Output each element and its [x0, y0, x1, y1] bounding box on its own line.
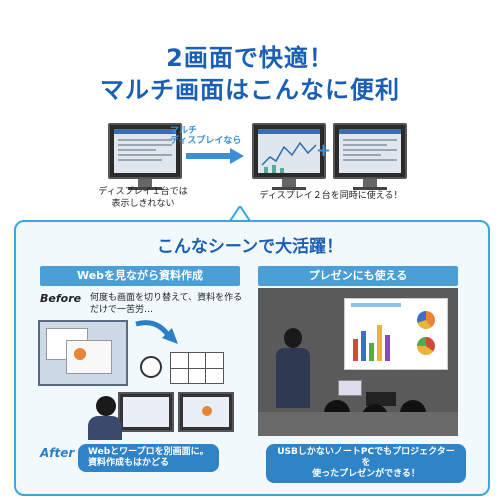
- curved-arrow-icon: [135, 320, 178, 344]
- before-text-line-1: 何度も画面を切り替えて、資料を作る: [90, 293, 243, 303]
- clock-icon: [140, 356, 162, 378]
- after-monitor-right: [178, 392, 234, 432]
- right-caption-line-2: 使ったプレゼンができる！: [312, 469, 420, 479]
- right-scene-header: プレゼンにも使える: [258, 266, 458, 286]
- presenter-body: [276, 348, 310, 408]
- after-monitor-left: [118, 392, 174, 432]
- before-tag: Before: [40, 292, 82, 305]
- single-monitor: [108, 123, 182, 190]
- before-text: 何度も画面を切り替えて、資料を作る だけで一苦労…: [90, 292, 242, 316]
- right-caption-line-1: USBしかないノートPCでもプロジェクターを: [277, 447, 455, 468]
- right-arrow-icon: [186, 148, 244, 164]
- projection-screen: [344, 298, 448, 370]
- person-head: [96, 396, 116, 416]
- grid-icon: [170, 352, 224, 384]
- after-text-line-2: 資料作成もはかどる: [88, 458, 170, 468]
- single-caption-line-2: 表示しきれない: [111, 199, 175, 209]
- arrow-label: マルチ ディスプレイなら: [170, 126, 241, 146]
- laptop-icon: [338, 380, 362, 396]
- after-tag: After: [40, 446, 75, 460]
- single-caption: ディスプレイ１台では 表示しきれない: [78, 186, 208, 210]
- arrow-label-line-1: マルチ: [170, 126, 198, 136]
- title-line-1: 2画面で快適！: [166, 44, 334, 72]
- after-text: Webとワープロを別画面に。 資料作成もはかどる: [78, 444, 219, 472]
- title-line-2: マルチ画面はこんなに便利: [100, 76, 400, 104]
- dual-monitor-right: [333, 123, 407, 190]
- projector-icon: [366, 392, 396, 406]
- before-text-line-2: だけで一苦労…: [90, 305, 154, 315]
- plus-sign: +: [316, 140, 332, 161]
- right-caption: USBしかないノートPCでもプロジェクターを 使ったプレゼンができる！: [266, 444, 466, 483]
- presenter-head: [284, 328, 302, 348]
- left-scene-header: Webを見ながら資料作成: [40, 266, 240, 286]
- before-screen: [38, 320, 128, 386]
- after-text-line-1: Webとワープロを別画面に。: [88, 447, 209, 457]
- presentation-scene: [258, 288, 458, 436]
- single-caption-line-1: ディスプレイ１台では: [98, 187, 188, 197]
- dual-monitor-left: [252, 123, 326, 190]
- scenes-title: こんなシーンで大活躍！: [156, 237, 344, 257]
- graph-icon: [261, 141, 317, 173]
- dual-caption: ディスプレイ２台を同時に使える！: [259, 191, 403, 201]
- person-body: [88, 416, 122, 440]
- arrow-label-line-2: ディスプレイなら: [170, 136, 242, 146]
